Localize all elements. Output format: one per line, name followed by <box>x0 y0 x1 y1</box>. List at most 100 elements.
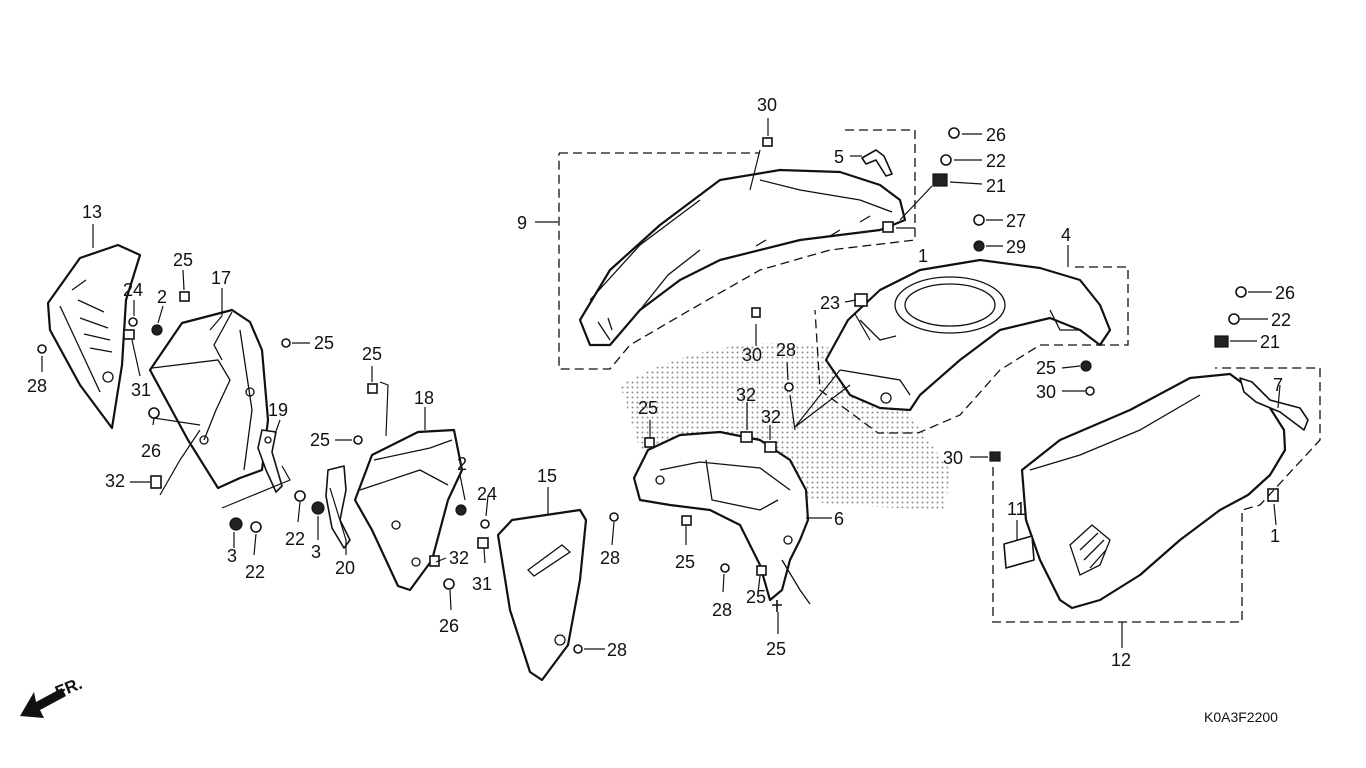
nut-30-mid <box>751 307 761 318</box>
callout-19: 19 <box>268 400 288 420</box>
nut-32-left <box>150 475 162 489</box>
callout-25: 25 <box>173 250 193 270</box>
callout-6: 6 <box>834 509 844 529</box>
clip-28-d <box>720 563 730 573</box>
clip-31-mid <box>477 537 489 549</box>
callout-22: 22 <box>986 151 1006 171</box>
part-15-front-side-cover <box>496 508 588 682</box>
callout-23: 23 <box>820 293 840 313</box>
group-4-boundary <box>814 266 1129 434</box>
nut-25-b <box>281 338 291 348</box>
callout-28: 28 <box>600 548 620 568</box>
callout-25: 25 <box>638 398 658 418</box>
bolt-26-left <box>148 407 160 419</box>
collar-22-top <box>940 154 952 166</box>
callout-31: 31 <box>472 574 492 594</box>
callout-25: 25 <box>1036 358 1056 378</box>
rubber-3-mid <box>311 501 325 515</box>
group-9-boundary <box>558 129 916 370</box>
part-4-center-cover <box>824 258 1112 412</box>
nut-25-f <box>681 515 692 526</box>
callout-3: 3 <box>227 546 237 566</box>
callout-21: 21 <box>986 176 1006 196</box>
fasteners <box>37 127 1279 654</box>
callout-32: 32 <box>736 385 756 405</box>
leader-lines <box>41 118 1281 650</box>
part-19-bracket <box>257 429 283 493</box>
screw-24-mid <box>480 519 490 529</box>
callout-2: 2 <box>457 454 467 474</box>
part-5-clip <box>861 149 893 177</box>
part-11-emblem <box>1003 535 1035 569</box>
callout-28: 28 <box>607 640 627 660</box>
front-arrow-icon <box>20 688 66 718</box>
callout-13: 13 <box>82 202 102 222</box>
callout-11: 11 <box>1007 499 1026 519</box>
nut-25-g <box>756 565 767 576</box>
part-20-bracket <box>325 465 351 549</box>
callout-30: 30 <box>757 95 777 115</box>
callout-26: 26 <box>141 441 161 461</box>
bolt-26-right <box>1235 286 1247 298</box>
clip-23 <box>854 293 868 307</box>
callout-25: 25 <box>362 344 382 364</box>
nut-32-c1 <box>740 431 753 443</box>
bolt-26-mid <box>443 578 455 590</box>
collar-22-right <box>1228 313 1240 325</box>
nut-25-right <box>1080 360 1092 372</box>
callout-15: 15 <box>537 466 557 486</box>
washer-29 <box>973 240 985 252</box>
callout-24: 24 <box>477 484 497 504</box>
screw-24-left <box>128 317 138 327</box>
callout-25: 25 <box>766 639 786 659</box>
rubber-21-top <box>932 173 948 187</box>
collar-22-mid <box>294 490 306 502</box>
part-17-inner-panel <box>148 308 270 490</box>
callout-17: 17 <box>211 268 231 288</box>
callout-1: 1 <box>1270 526 1280 546</box>
callout-20: 20 <box>335 558 355 578</box>
rubber-3-left <box>229 517 243 531</box>
callout-24: 24 <box>123 280 143 300</box>
callout-1: 1 <box>918 246 928 266</box>
callout-28: 28 <box>776 340 796 360</box>
callout-29: 29 <box>1006 237 1026 257</box>
callout-18: 18 <box>414 388 434 408</box>
callout-26: 26 <box>1275 283 1295 303</box>
nut-32-c2 <box>764 441 777 453</box>
front-direction-indicator: FR. <box>20 674 85 718</box>
nut-25-a <box>179 291 190 302</box>
nut-25-c <box>367 383 378 394</box>
part-7-trim-strip <box>1239 377 1309 431</box>
callout-22: 22 <box>245 562 265 582</box>
callout-31: 31 <box>131 380 151 400</box>
callout-32: 32 <box>449 548 469 568</box>
part-9-top-cover <box>578 168 907 347</box>
callout-26: 26 <box>439 616 459 636</box>
screw-30-right2 <box>989 451 1001 462</box>
callout-28: 28 <box>712 600 732 620</box>
collar-22-left <box>250 521 262 533</box>
callout-3: 3 <box>311 542 321 562</box>
callout-26: 26 <box>986 125 1006 145</box>
callout-27: 27 <box>1006 211 1026 231</box>
callout-12: 12 <box>1111 650 1131 670</box>
callout-2: 2 <box>157 287 167 307</box>
callout-22: 22 <box>285 529 305 549</box>
callout-25: 25 <box>746 587 766 607</box>
bolt-26-top <box>948 127 960 139</box>
screw-27 <box>973 214 985 226</box>
clip-28-mid <box>784 382 794 392</box>
callout-25: 25 <box>314 333 334 353</box>
callout-28: 28 <box>27 376 47 396</box>
callout-7: 7 <box>1273 375 1283 395</box>
callout-25: 25 <box>310 430 330 450</box>
clip-31-left <box>123 329 135 340</box>
callout-labels: 13 28 24 2 25 17 31 25 26 19 32 3 22 25 … <box>27 95 1295 670</box>
rubber-21-right <box>1214 335 1229 348</box>
grommet-2-left <box>151 324 163 336</box>
front-label: FR. <box>52 674 85 702</box>
diagram-code: K0A3F2200 <box>1204 709 1278 725</box>
